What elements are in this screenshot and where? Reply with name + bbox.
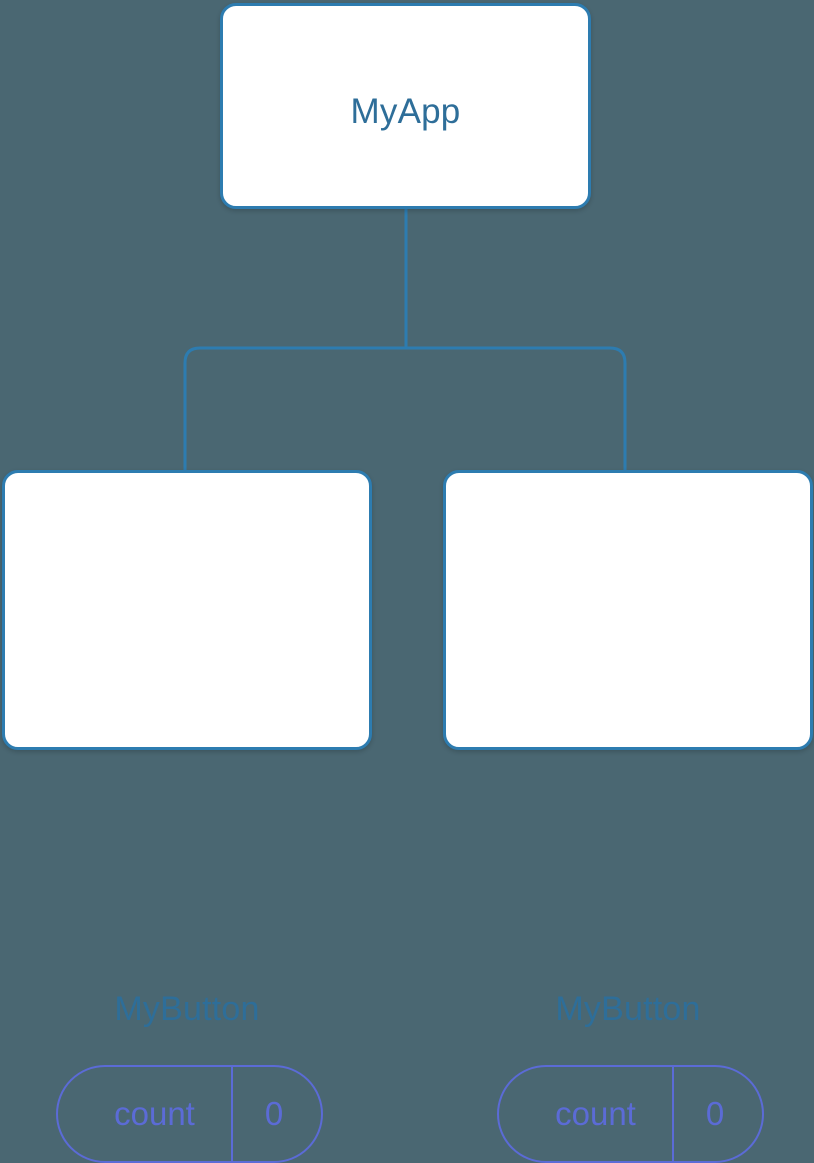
diagram-canvas: MyApp MyButton count 0 MyButton count 0 [2,3,813,1163]
state-key: count [499,1067,674,1161]
state-pill[interactable]: count 0 [56,1065,323,1163]
node-title: MyApp [350,92,461,131]
connector-branch-right [406,346,627,470]
node-mybutton-2[interactable]: MyButton count 0 [443,470,813,1163]
node-mybutton-1[interactable]: MyButton count 0 [2,470,372,1163]
node-title: MyButton [555,990,701,1028]
state-value: 0 [705,1095,725,1132]
connector-branch-left [183,346,406,470]
node-title: MyButton [114,990,260,1028]
state-key: count [58,1067,233,1161]
state-pill[interactable]: count 0 [497,1065,764,1163]
state-value: 0 [264,1095,284,1132]
node-myapp[interactable]: MyApp [220,3,591,209]
